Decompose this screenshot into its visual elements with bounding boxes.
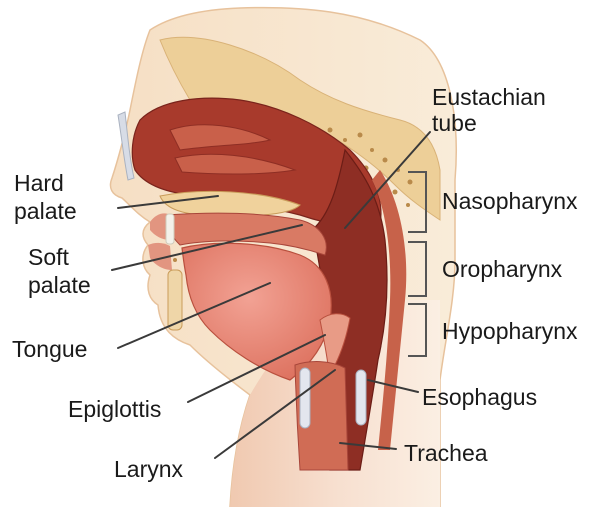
label-eustachian-line2: tube xyxy=(432,110,477,136)
label-hard-palate-line1: Hard xyxy=(14,170,64,196)
label-oropharynx: Oropharynx xyxy=(442,256,562,282)
label-soft-palate-line2: palate xyxy=(28,272,91,298)
label-nasopharynx: Nasopharynx xyxy=(442,188,578,214)
esophageal-lining xyxy=(356,370,366,425)
label-larynx: Larynx xyxy=(114,456,183,482)
label-esophagus: Esophagus xyxy=(422,384,537,410)
label-hard-palate-line2: palate xyxy=(14,198,77,224)
label-soft-palate-line1: Soft xyxy=(28,244,69,270)
label-trachea: Trachea xyxy=(404,440,488,466)
label-hypopharynx: Hypopharynx xyxy=(442,318,578,344)
tracheal-cartilage-front xyxy=(300,368,310,428)
label-eustachian-line1: Eustachian xyxy=(432,84,546,110)
front-teeth xyxy=(166,214,174,244)
label-epiglottis: Epiglottis xyxy=(68,396,161,422)
label-tongue: Tongue xyxy=(12,336,87,362)
